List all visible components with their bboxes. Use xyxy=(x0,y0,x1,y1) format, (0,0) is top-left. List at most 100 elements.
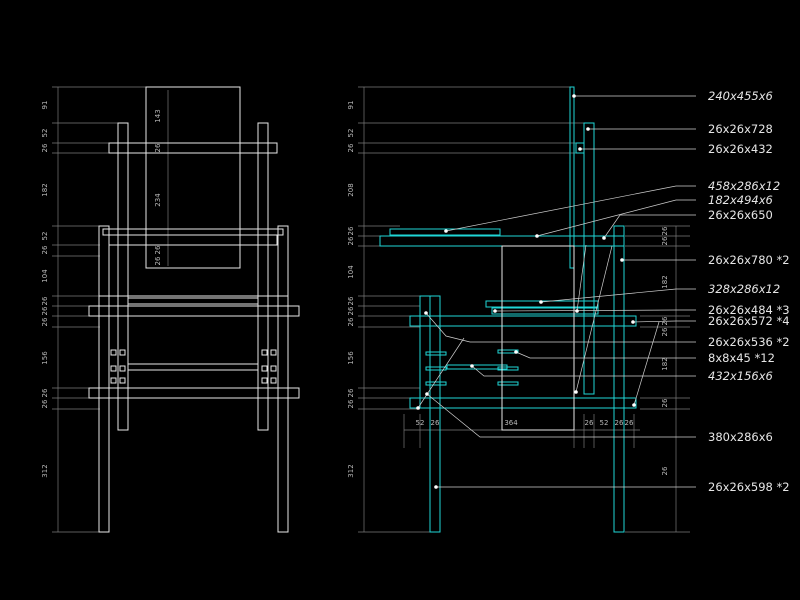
front-leg-right xyxy=(277,225,289,533)
front-rear-post-left xyxy=(117,122,129,431)
part-label-26x26x484: 26x26x484 *3 xyxy=(708,303,790,317)
part-label-26x26x780: 26x26x780 *2 xyxy=(708,253,790,267)
side-right-dim-26c: 26 xyxy=(661,316,669,325)
front-dim-26e: 26 xyxy=(41,317,49,326)
front-dim-26: 26 xyxy=(41,143,49,152)
side-dim-26d: 26 xyxy=(347,296,355,305)
front-inner-dim-234: 234 xyxy=(154,193,162,207)
front-dim-104: 104 xyxy=(41,269,49,283)
part-label-182x494x6: 182x494x6 xyxy=(708,193,773,207)
part-label-458x286x12: 458x286x12 xyxy=(708,179,780,193)
side-dimension-texts: 91 52 26 208 26 26 104 26 26 26 156 26 2… xyxy=(347,101,355,478)
side-cyan-members xyxy=(379,86,637,533)
side-right-dim-182: 182 xyxy=(661,275,669,288)
side-peg-5 xyxy=(497,366,519,371)
part-label-8x8x45: 8x8x45 *12 xyxy=(708,351,775,365)
side-arm-rail xyxy=(379,235,625,247)
front-inner-dim-26: 26 xyxy=(154,143,162,152)
front-inner-dims: 143 26 234 26 26 xyxy=(154,109,162,265)
part-label-26x26x598: 26x26x598 *2 xyxy=(708,480,790,494)
side-dim-26h: 26 xyxy=(347,399,355,408)
front-dim-26b: 26 xyxy=(41,245,49,254)
front-backrest-panel xyxy=(145,86,241,269)
side-view: 91 52 26 208 26 26 104 26 26 26 156 26 2… xyxy=(347,86,790,533)
front-dim-26g: 26 xyxy=(41,399,49,408)
side-dim-26b: 26 xyxy=(347,226,355,235)
part-label-240x455x6: 240x455x6 xyxy=(708,89,773,103)
side-backrest-panel xyxy=(569,86,575,269)
front-rear-post-right xyxy=(257,122,269,431)
front-leg-left xyxy=(98,225,110,533)
front-dimension-texts: 91 52 26 182 52 26 104 26 26 26 156 26 2… xyxy=(41,101,49,478)
part-label-380x286x6: 380x286x6 xyxy=(708,430,773,444)
front-pegs xyxy=(110,349,277,384)
front-dim-52b: 52 xyxy=(41,232,49,241)
side-seat-under-panel xyxy=(501,245,575,431)
side-bottom-dim-26b: 26 xyxy=(585,419,594,427)
side-dim-156: 156 xyxy=(347,351,355,365)
side-dim-26: 26 xyxy=(347,143,355,152)
front-arm-rail xyxy=(108,234,278,246)
side-right-dim-26: 26 xyxy=(661,226,669,235)
side-bottom-dim-26: 26 xyxy=(431,419,440,427)
part-label-26x26x728: 26x26x728 xyxy=(708,122,773,136)
side-peg-4 xyxy=(497,349,519,354)
front-dim-182: 182 xyxy=(41,183,49,196)
side-dimension-lines xyxy=(358,86,584,533)
front-seat-rail xyxy=(88,305,300,317)
side-dim-91: 91 xyxy=(347,101,355,110)
side-right-dim-26f: 26 xyxy=(661,466,669,475)
front-top-rail xyxy=(108,142,278,154)
side-rear-leg xyxy=(429,295,441,533)
side-dim-26c: 26 xyxy=(347,236,355,245)
side-leader-lines xyxy=(417,95,696,488)
side-seat-rail xyxy=(491,307,599,315)
part-label-26x26x536: 26x26x536 *2 xyxy=(708,335,790,349)
side-right-dim-26d: 26 xyxy=(661,327,669,336)
side-part-labels: 240x455x6 26x26x728 26x26x432 458x286x12… xyxy=(708,89,790,494)
side-right-dim-26b: 26 xyxy=(661,236,669,245)
side-peg-2 xyxy=(425,366,447,371)
part-label-432x156x6: 432x156x6 xyxy=(708,369,773,383)
front-inner-dim-26b: 26 xyxy=(154,245,162,254)
front-dim-26d: 26 xyxy=(41,306,49,315)
side-bottom-dim-364: 364 xyxy=(504,419,518,427)
side-dim-312: 312 xyxy=(347,464,355,477)
front-dim-91: 91 xyxy=(41,101,49,110)
side-bottom-dim-26c: 26 xyxy=(615,419,624,427)
front-dim-26f: 26 xyxy=(41,388,49,397)
front-dim-52: 52 xyxy=(41,129,49,138)
front-dim-26c: 26 xyxy=(41,296,49,305)
side-seat-frame xyxy=(409,315,637,327)
side-bottom-dim-26d: 26 xyxy=(625,419,634,427)
side-dim-52: 52 xyxy=(347,129,355,138)
front-lower-panel xyxy=(127,363,259,371)
part-label-26x26x650: 26x26x650 xyxy=(708,208,773,222)
front-seat-panel xyxy=(127,297,259,305)
side-peg-1 xyxy=(425,351,447,356)
side-right-dimension-lines xyxy=(625,225,690,533)
side-dim-26g: 26 xyxy=(347,388,355,397)
side-right-dimension-texts: 26 26 182 26 26 182 26 26 xyxy=(661,226,669,475)
side-front-leg xyxy=(613,225,625,533)
side-leader-dots xyxy=(416,94,636,489)
part-label-328x286x12: 328x286x12 xyxy=(708,282,780,296)
side-dim-208: 208 xyxy=(347,183,355,196)
side-bottom-dim-52b: 52 xyxy=(600,419,609,427)
side-peg-6 xyxy=(497,381,519,386)
front-bottom-rail xyxy=(88,387,300,399)
side-right-dim-182b: 182 xyxy=(661,357,669,370)
side-bottom-dimension-texts: 52 26 364 26 52 26 26 xyxy=(416,419,634,427)
front-view: 91 52 26 182 52 26 104 26 26 26 156 26 2… xyxy=(41,86,300,533)
side-right-dim-26e: 26 xyxy=(661,398,669,407)
front-dim-312: 312 xyxy=(41,464,49,477)
front-dimension-lines xyxy=(52,86,150,533)
side-peg-3 xyxy=(425,381,447,386)
part-label-26x26x432: 26x26x432 xyxy=(708,142,773,156)
front-arm-frame xyxy=(102,228,284,236)
side-bottom-dim-52: 52 xyxy=(416,419,425,427)
side-top-rail xyxy=(575,142,585,154)
front-inner-dim-26c: 26 xyxy=(154,256,162,265)
front-inner-dim-143: 143 xyxy=(154,109,162,122)
